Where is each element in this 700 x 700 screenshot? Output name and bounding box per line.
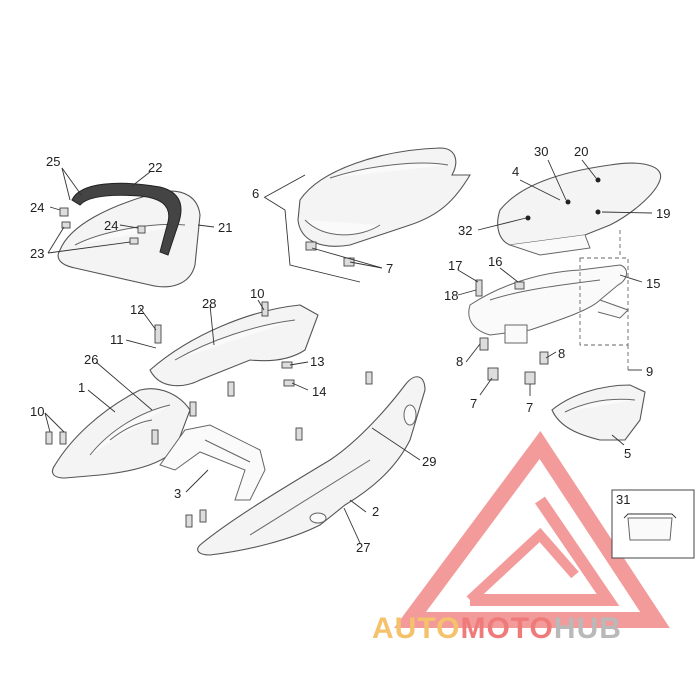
callout-32: 32: [458, 223, 472, 238]
callout-7-seat: 7: [386, 261, 393, 276]
callout-26: 26: [84, 352, 98, 367]
callout-7-right: 7: [526, 400, 533, 415]
callout-12: 12: [130, 302, 144, 317]
callout-4: 4: [512, 164, 519, 179]
callout-27: 27: [356, 540, 370, 555]
callout-8-right: 8: [558, 346, 565, 361]
logo-triangle-outer: [394, 431, 670, 628]
callout-31: 31: [616, 492, 630, 507]
callout-3: 3: [174, 486, 181, 501]
brand-word-auto: AUTO: [372, 612, 461, 645]
callout-8-left: 8: [456, 354, 463, 369]
brand-wordmark: AUTOMOTOHUB: [372, 612, 692, 646]
callout-29: 29: [422, 454, 436, 469]
fasteners-fairings: [45, 301, 373, 528]
callout-24-left: 24: [30, 200, 44, 215]
part-rear-seat-cover: [57, 190, 201, 288]
callout-7-left: 7: [470, 396, 477, 411]
callout-19: 19: [656, 206, 670, 221]
logo-triangle-inner: [470, 496, 620, 606]
brand-word-moto: MOTO: [460, 612, 554, 645]
callout-15: 15: [646, 276, 660, 291]
callout-10-left: 10: [30, 404, 44, 419]
callout-9: 9: [646, 364, 653, 379]
callout-6: 6: [252, 186, 259, 201]
fasteners-seat-cover: [59, 207, 146, 245]
callout-30: 30: [534, 144, 548, 159]
callout-11: 11: [110, 332, 124, 347]
callout-labels: 25 22 24 24 23 21 6 7 4 30 20 19 32 17 1…: [30, 144, 670, 555]
callout-13: 13: [310, 354, 324, 369]
part-rider-seat: [297, 147, 471, 267]
leader-lines: [44, 159, 653, 544]
part-grab-handle: [71, 182, 182, 256]
callout-10-top: 10: [250, 286, 264, 301]
callout-28: 28: [202, 296, 216, 311]
brand-word-hub: HUB: [553, 612, 622, 645]
fasteners-subframe: [475, 279, 549, 385]
callout-2: 2: [372, 504, 379, 519]
callout-14: 14: [312, 384, 326, 399]
part-subframe-bracket: [468, 230, 629, 370]
callout-25: 25: [46, 154, 60, 169]
callout-20: 20: [574, 144, 588, 159]
watermark-logo: [394, 431, 670, 628]
callout-1: 1: [78, 380, 85, 395]
callout-24-right: 24: [104, 218, 118, 233]
callout-17: 17: [448, 258, 462, 273]
part-under-tray: [551, 384, 646, 441]
callout-21: 21: [218, 220, 232, 235]
part-left-upper-fairing: [149, 304, 319, 387]
part-lower-bracket: [159, 424, 266, 501]
part-right-side-cover: [197, 376, 426, 556]
callout-18: 18: [444, 288, 458, 303]
callout-22: 22: [148, 160, 162, 175]
part-tail-top-cover: [497, 162, 662, 256]
part-left-side-cover: [51, 388, 191, 479]
inset-box-part-31: [611, 489, 695, 559]
callout-16: 16: [488, 254, 502, 269]
callout-5: 5: [624, 446, 631, 461]
callout-23: 23: [30, 246, 44, 261]
logo-inner-bar: [466, 527, 579, 604]
